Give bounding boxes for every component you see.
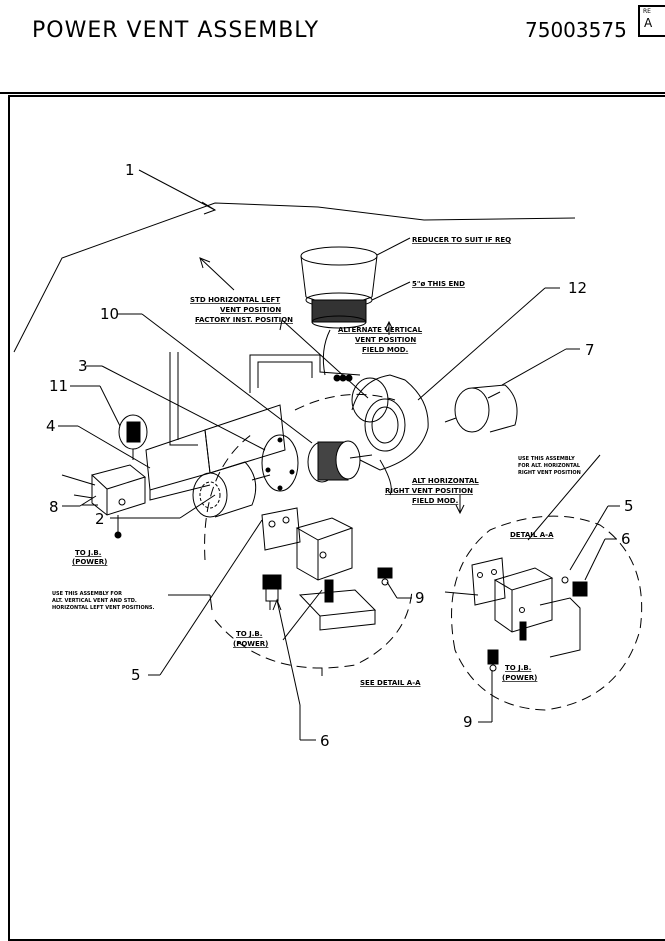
label-alt-right-1: ALT HORIZONTAL: [412, 477, 479, 485]
label-see-detail: SEE DETAIL A-A: [360, 679, 421, 687]
detail-circle-left: [204, 393, 413, 669]
label-alt-right-3: FIELD MOD.: [412, 497, 458, 505]
label-use-alt-2: FOR ALT. HORIZONTAL: [518, 463, 581, 469]
revision-value: A: [644, 16, 653, 30]
drawing-title: POWER VENT ASSEMBLY: [32, 18, 320, 43]
label-tojb-3a: TO J.B.: [505, 664, 531, 672]
callout-10: 10: [100, 305, 119, 323]
blower-housing: [351, 374, 429, 496]
label-tojb-1a: TO J.B.: [75, 549, 101, 557]
outlet-collar: [444, 384, 518, 433]
revision-label: RE: [643, 8, 651, 15]
callout-3: 3: [78, 357, 88, 375]
label-alt-vert-3: FIELD MOD.: [362, 346, 408, 354]
pressure-tube: [169, 352, 361, 446]
label-alt-vert-2: VENT POSITION: [355, 336, 416, 344]
leader-lines: [58, 169, 620, 741]
callout-5b: 5: [624, 497, 634, 515]
label-5in-end: 5"ø THIS END: [412, 280, 465, 288]
detail-aa-assembly: [444, 557, 588, 672]
part-number: 75003575: [525, 18, 627, 42]
label-use-alt-1: USE THIS ASSEMBLY: [518, 456, 575, 462]
label-std-left-2: VENT POSITION: [220, 306, 281, 314]
label-std-left-3: FACTORY INST. POSITION: [195, 316, 293, 324]
detail-circle-right: [451, 515, 643, 711]
label-reducer: REDUCER TO SUIT IF REQ: [412, 236, 511, 244]
label-detail-aa: DETAIL A-A: [510, 531, 554, 539]
wire-connector: [377, 567, 393, 586]
assembly-outline: [13, 202, 576, 353]
control-box-assembly: [261, 507, 377, 631]
label-tojb-1b: (POWER): [72, 558, 107, 566]
label-tojb-2a: TO J.B.: [236, 630, 262, 638]
callout-12: 12: [568, 279, 587, 297]
callout-5a: 5: [131, 666, 141, 684]
reducer-part: [300, 246, 378, 376]
drawing-frame: [8, 95, 665, 941]
callout-6b: 6: [621, 530, 631, 548]
motor-plate: [261, 434, 299, 492]
callout-7: 7: [585, 341, 595, 359]
label-use-std-1: USE THIS ASSEMBLY FOR: [52, 591, 122, 597]
label-std-left-1: STD HORIZONTAL LEFT: [190, 296, 280, 304]
callout-9b: 9: [463, 713, 473, 731]
callout-9a: 9: [415, 589, 425, 607]
pressure-switch: [118, 414, 148, 460]
label-use-std-3: HORIZONTAL LEFT VENT POSITIONS.: [52, 605, 154, 611]
rocker-switch: [262, 574, 282, 610]
callout-6a: 6: [320, 732, 330, 750]
revision-box: RE A: [638, 5, 665, 37]
label-use-alt-3: RIGHT VENT POSITION: [518, 470, 581, 476]
label-alt-right-2: RIGHT VENT POSITION: [385, 487, 473, 495]
title-block: POWER VENT ASSEMBLY 75003575 RE A: [0, 0, 665, 94]
callout-11: 11: [49, 377, 68, 395]
mounting-bracket: [145, 404, 286, 501]
callout-1: 1: [125, 161, 135, 179]
label-alt-vert-1: ALTERNATE VERTICAL: [338, 326, 423, 334]
blower-motor: [192, 461, 271, 518]
label-tojb-3b: (POWER): [502, 674, 537, 682]
label-tojb-2b: (POWER): [233, 640, 268, 648]
callout-2: 2: [95, 510, 105, 528]
callout-8: 8: [49, 498, 59, 516]
label-use-std-2: ALT. VERTICAL VENT AND STD.: [52, 598, 137, 604]
callout-4: 4: [46, 417, 56, 435]
blower-wheel: [307, 440, 373, 483]
